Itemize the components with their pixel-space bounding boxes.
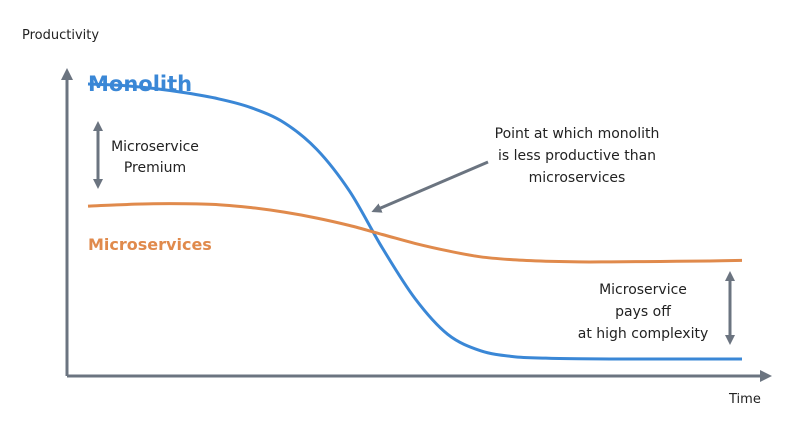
series-line-monolith (87, 82, 742, 361)
crossover-label-line-3: microservices (529, 170, 626, 186)
series-line-microservices (87, 202, 743, 264)
series-label-monolith: Monolith (88, 72, 192, 96)
payoff-label-line-3: at high complexity (578, 326, 708, 342)
payoff-label-line-1: Microservice (599, 282, 687, 298)
y-axis-label: Productivity (22, 28, 99, 43)
crossover-label-line-2: is less productive than (498, 148, 656, 164)
series-label-microservices: Microservices (88, 235, 212, 254)
payoff-label-line-2: pays off (615, 304, 671, 320)
crossover-arrow (371, 160, 489, 213)
x-axis-label: Time (728, 392, 761, 407)
crossover-label-line-1: Point at which monolith (495, 126, 660, 142)
premium-label-line-2: Premium (124, 160, 186, 176)
premium-label-line-1: Microservice (111, 139, 199, 155)
